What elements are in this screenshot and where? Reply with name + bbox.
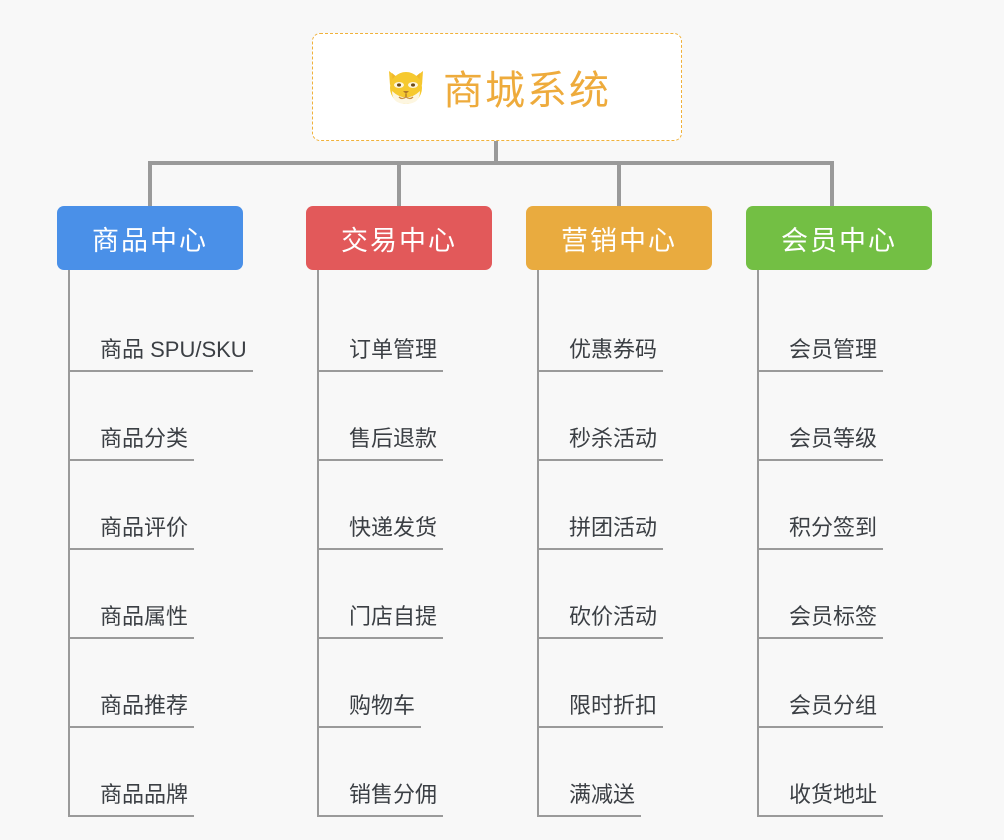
leaf-label: 拼团活动 — [539, 515, 664, 550]
list-item[interactable]: 积分签到 — [759, 461, 932, 550]
root-node[interactable]: 商城系统 — [312, 33, 682, 141]
leaf-rail: 订单管理 售后退款 快递发货 门店自提 购物车 销售分佣 — [317, 270, 492, 817]
list-item[interactable]: 订单管理 — [319, 283, 492, 372]
leaf-label: 售后退款 — [319, 426, 444, 461]
list-item[interactable]: 秒杀活动 — [539, 372, 712, 461]
leaf-label: 限时折扣 — [539, 693, 664, 728]
list-item[interactable]: 满减送 — [539, 728, 712, 817]
leaf-label: 优惠券码 — [539, 337, 664, 372]
connector-stem — [494, 141, 498, 164]
leaf-label: 订单管理 — [319, 337, 444, 372]
branch-column-trade-center: 交易中心 订单管理 售后退款 快递发货 门店自提 购物车 销售分佣 — [306, 206, 492, 817]
list-item[interactable]: 拼团活动 — [539, 461, 712, 550]
leaf-label: 商品属性 — [70, 604, 195, 639]
leaf-label: 积分签到 — [759, 515, 884, 550]
list-item[interactable]: 商品 SPU/SKU — [70, 283, 253, 372]
leaf-label: 满减送 — [539, 782, 642, 817]
connector-drop-3 — [617, 161, 621, 208]
connector-bus — [148, 161, 834, 165]
leaf-label: 商品 SPU/SKU — [70, 337, 253, 372]
leaf-label: 商品评价 — [70, 515, 195, 550]
branch-column-product-center: 商品中心 商品 SPU/SKU 商品分类 商品评价 商品属性 商品推荐 商品品牌 — [57, 206, 253, 817]
leaf-label: 商品分类 — [70, 426, 195, 461]
list-item[interactable]: 会员等级 — [759, 372, 932, 461]
leaf-label: 秒杀活动 — [539, 426, 664, 461]
list-item[interactable]: 商品分类 — [70, 372, 243, 461]
leaf-label: 会员标签 — [759, 604, 884, 639]
leaf-label: 商品品牌 — [70, 782, 195, 817]
leaf-label: 收货地址 — [759, 782, 884, 817]
list-item[interactable]: 限时折扣 — [539, 639, 712, 728]
list-item[interactable]: 商品推荐 — [70, 639, 243, 728]
list-item[interactable]: 售后退款 — [319, 372, 492, 461]
category-label: 商品中心 — [92, 225, 208, 256]
leaf-label: 快递发货 — [319, 515, 444, 550]
leaf-label: 会员管理 — [759, 337, 884, 372]
connector-drop-1 — [148, 161, 152, 208]
category-header-marketing-center[interactable]: 营销中心 — [526, 206, 712, 270]
list-item[interactable]: 快递发货 — [319, 461, 492, 550]
dog-face-icon — [383, 64, 429, 110]
leaf-label: 会员分组 — [759, 693, 884, 728]
branch-column-marketing-center: 营销中心 优惠券码 秒杀活动 拼团活动 砍价活动 限时折扣 满减送 — [526, 206, 712, 817]
list-item[interactable]: 商品评价 — [70, 461, 243, 550]
list-item[interactable]: 会员分组 — [759, 639, 932, 728]
root-title: 商城系统 — [443, 69, 611, 113]
list-item[interactable]: 优惠券码 — [539, 283, 712, 372]
category-header-product-center[interactable]: 商品中心 — [57, 206, 243, 270]
leaf-label: 商品推荐 — [70, 693, 195, 728]
list-item[interactable]: 砍价活动 — [539, 550, 712, 639]
connector-drop-4 — [830, 161, 834, 208]
list-item[interactable]: 销售分佣 — [319, 728, 492, 817]
leaf-rail: 商品 SPU/SKU 商品分类 商品评价 商品属性 商品推荐 商品品牌 — [68, 270, 253, 817]
leaf-label: 砍价活动 — [539, 604, 664, 639]
category-header-member-center[interactable]: 会员中心 — [746, 206, 932, 270]
category-label: 交易中心 — [341, 225, 457, 256]
list-item[interactable]: 会员管理 — [759, 283, 932, 372]
leaf-label: 购物车 — [319, 693, 422, 728]
category-label: 会员中心 — [781, 225, 897, 256]
list-item[interactable]: 商品品牌 — [70, 728, 243, 817]
list-item[interactable]: 商品属性 — [70, 550, 243, 639]
branch-column-member-center: 会员中心 会员管理 会员等级 积分签到 会员标签 会员分组 收货地址 — [746, 206, 932, 817]
category-header-trade-center[interactable]: 交易中心 — [306, 206, 492, 270]
leaf-rail: 优惠券码 秒杀活动 拼团活动 砍价活动 限时折扣 满减送 — [537, 270, 712, 817]
category-label: 营销中心 — [561, 225, 677, 256]
list-item[interactable]: 收货地址 — [759, 728, 932, 817]
leaf-label: 门店自提 — [319, 604, 444, 639]
list-item[interactable]: 会员标签 — [759, 550, 932, 639]
list-item[interactable]: 门店自提 — [319, 550, 492, 639]
leaf-rail: 会员管理 会员等级 积分签到 会员标签 会员分组 收货地址 — [757, 270, 932, 817]
leaf-label: 会员等级 — [759, 426, 884, 461]
connector-drop-2 — [397, 161, 401, 208]
leaf-label: 销售分佣 — [319, 782, 444, 817]
list-item[interactable]: 购物车 — [319, 639, 492, 728]
